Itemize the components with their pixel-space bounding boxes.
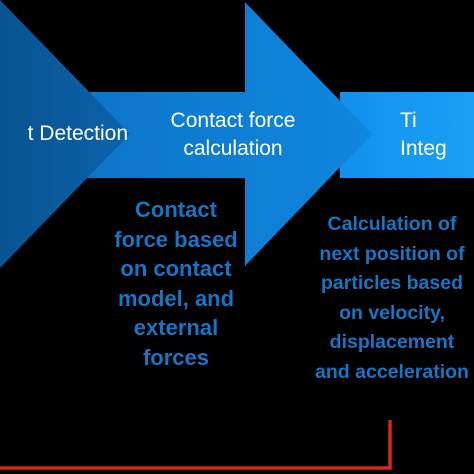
step-arrow-3 xyxy=(340,92,474,178)
contact-force-description: Contact force based on contact model, an… xyxy=(114,197,238,370)
integration-description: Calculation of next position of particle… xyxy=(315,213,469,383)
step-arrow-1 xyxy=(0,0,130,268)
step-arrow-2 xyxy=(70,2,372,266)
step-label-detection: t Detection xyxy=(27,122,128,145)
step-label-contact-force: Contact force calculation xyxy=(170,109,296,160)
step-label-time-integration: Ti Integ xyxy=(400,109,447,160)
feedback-line xyxy=(0,420,392,470)
